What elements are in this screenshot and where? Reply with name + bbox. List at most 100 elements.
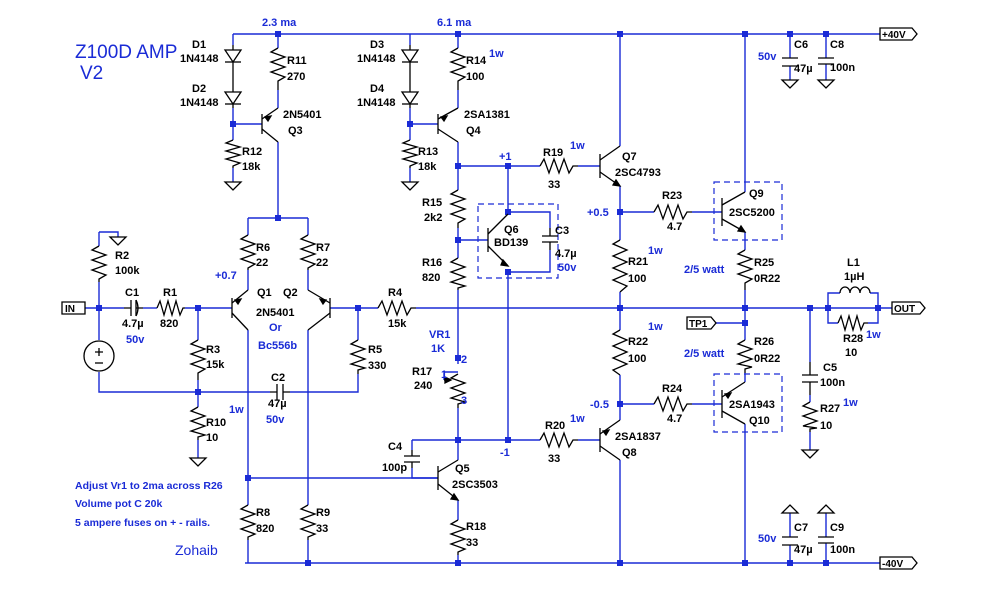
junction [455,31,461,37]
heatsink-box-q9 [713,181,783,241]
resistor-r5 [348,339,368,374]
label-components-r6-ref: R6 [256,242,270,254]
label-components-r1-value: 820 [160,318,178,330]
label-components-r7-value: 22 [316,257,328,269]
resistor-r21 [611,239,629,293]
label-components-r28-power: 1w [866,329,881,341]
junction [825,305,831,311]
label-components-r22-power: 1w [648,321,663,333]
label-components-r14-power: 1w [489,48,504,60]
label-components-c6-value: 47µ [794,63,813,75]
label-components-r16-ref: R16 [422,257,442,269]
label-components-c4-ref: C4 [388,441,403,453]
port-in [61,301,86,315]
label-components-r27-value: 10 [820,420,832,432]
junction [305,560,311,566]
label-components-r14-ref: R14 [466,55,487,67]
label-components-d2-value: 1N4148 [180,97,219,109]
transistor-q2 [307,289,331,331]
ground-icon [400,181,420,191]
label-components-r14-value: 100 [466,71,484,83]
label-components-q6-value: BD139 [494,237,528,249]
voltage-minus1: -1 [500,447,510,459]
label-components-r13-value: 18k [418,161,437,173]
junction [245,475,251,481]
label-components-r11-ref: R11 [287,55,307,67]
vr1-arrow [444,375,453,385]
capacitors [124,57,834,546]
label-components-r25-ref: R25 [754,257,774,269]
junction-dots [96,31,881,566]
resistor-r11 [269,47,287,90]
label-components-r15-ref: R15 [422,197,442,209]
label-components-c6-ref: C6 [794,39,808,51]
label-components-c3-voltage: 50v [558,262,577,274]
ground-icon [816,79,836,89]
voltage-plus1: +1 [499,151,512,163]
label-ports-out: OUT [894,304,915,315]
voltage-plus05: +0.5 [587,207,609,219]
capacitor-c7 [782,536,798,546]
label-components-d3-value: 1N4148 [357,53,396,65]
inductor-l1 [839,286,871,294]
resistor-r15 [449,189,467,228]
label-components-q9-ref: Q9 [749,188,764,200]
capacitor-c5 [802,362,818,395]
resistor-r10 [188,406,208,440]
resistor-r20 [539,431,578,449]
input-source [83,340,115,372]
label-components-r23-ref: R23 [662,190,682,202]
label-components-r18-value: 33 [466,537,478,549]
diode-d4 [400,80,420,108]
label-components-r24-value: 4.7 [667,413,682,425]
transistor-q5 [437,459,460,501]
resistor-r6 [239,234,257,270]
label-components-c1-ref: C1 [125,287,139,299]
label-components-r12-value: 18k [242,161,261,173]
label-components-r7-ref: R7 [316,242,330,254]
junction [617,209,623,215]
resistor-r8 [239,504,257,540]
label-components-c9-value: 100n [830,544,855,556]
label-components-r2-value: 100k [115,265,140,277]
ground-icon [188,457,208,467]
label-components-r17-ref: R17 [412,366,432,378]
port-tp1 [686,316,717,330]
resistor-r24 [653,395,692,413]
label-components-r5-ref: R5 [368,344,382,356]
label-components-r9-ref: R9 [316,507,330,519]
label-components-q3-ref: Q3 [288,125,303,137]
label-components-r21-power: 1w [648,245,663,257]
label-components-q10-value: 2SA1943 [729,399,775,411]
label-ports-tp1: TP1 [689,319,708,330]
label-components-r13-ref: R13 [418,146,438,158]
label-components-r5-value: 330 [368,360,386,372]
label-components-d2-ref: D2 [192,83,206,95]
junction [875,305,881,311]
junction [275,31,281,37]
capacitor-c3 [542,228,558,250]
capacitor-c4 [404,450,420,468]
label-components-q6-ref: Q6 [504,224,519,236]
resistor-r26 [735,339,754,373]
label-components-c4-value: 100p [382,462,407,474]
label-components-l1-value: 1µH [844,271,864,283]
capacitor-c2 [270,384,290,400]
label-components-r21-value: 100 [628,273,646,285]
ground-icon [800,449,820,459]
junction [230,121,236,127]
label-components-r10-ref: R10 [206,417,226,429]
label-components-c1-value: 4.7µ [122,318,144,330]
label-components-c8-value: 100n [830,62,855,74]
resistor-r28 [837,313,868,333]
junction [275,215,281,221]
transistor-q10 [721,381,746,425]
resistor-r3 [189,339,207,380]
port-out [891,301,926,315]
label-ports-in: IN [65,304,75,315]
junction [455,163,461,169]
capacitor-c8 [818,57,834,65]
label-components-r10-power: 1w [229,404,244,416]
label-components-r16-value: 820 [422,272,440,284]
label-components-q8-ref: Q8 [622,447,637,459]
